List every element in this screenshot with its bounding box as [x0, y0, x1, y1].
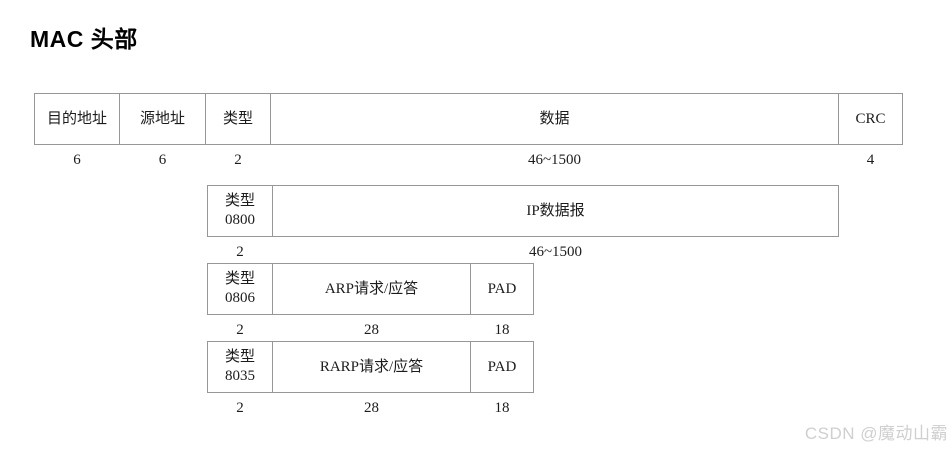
field-label: ARP请求/应答	[324, 280, 419, 297]
size-label: 6	[73, 152, 81, 168]
csdn-watermark: CSDN @魔动山霸	[804, 424, 948, 443]
size-label: 2	[236, 400, 244, 416]
frame-row-ethernet: 目的地址 源地址 类型 数据 CRC 6 6 2 46~1500 4	[34, 93, 903, 169]
frame-row-type-0806: 类型 0806 ARP请求/应答 PAD 2 28 18	[207, 263, 534, 339]
frame-size-labels: 2 28 18	[207, 321, 534, 339]
field-pad: PAD	[470, 263, 534, 315]
field-type-code: 0800	[225, 212, 255, 228]
size-label: 4	[866, 152, 875, 168]
size-label: 2	[234, 152, 242, 168]
size-label: 18	[494, 322, 510, 338]
frame-size-labels: 6 6 2 46~1500 4	[34, 151, 903, 169]
frame-boxes: 类型 0800 IP数据报	[207, 185, 839, 237]
field-label: 目的地址	[46, 110, 107, 127]
field-type-8035: 类型 8035	[207, 341, 273, 393]
size-label: 28	[364, 400, 379, 416]
field-rarp-request-reply: RARP请求/应答	[272, 341, 471, 393]
field-label: 类型	[222, 110, 253, 127]
field-arp-request-reply: ARP请求/应答	[272, 263, 471, 315]
field-type-code: 8035	[225, 368, 255, 384]
size-label: 46~1500	[528, 244, 583, 260]
field-label: IP数据报	[526, 202, 585, 219]
field-pad: PAD	[470, 341, 534, 393]
frame-boxes: 类型 0806 ARP请求/应答 PAD	[207, 263, 534, 315]
field-type-code: 0806	[225, 290, 255, 306]
size-label: 28	[364, 322, 379, 338]
frame-size-labels: 2 28 18	[207, 399, 534, 417]
field-data: 数据	[270, 93, 839, 145]
size-label: 18	[494, 400, 510, 416]
field-type: 类型	[205, 93, 271, 145]
field-crc: CRC	[838, 93, 903, 145]
size-label: 2	[236, 244, 244, 260]
size-label: 2	[236, 322, 244, 338]
field-label: PAD	[487, 280, 517, 297]
frame-row-type-0800: 类型 0800 IP数据报 2 46~1500	[207, 185, 839, 261]
size-label: 46~1500	[527, 152, 582, 168]
field-label: 类型	[224, 349, 255, 365]
field-ip-datagram: IP数据报	[272, 185, 839, 237]
page-title: MAC 头部	[30, 26, 138, 52]
field-label: 数据	[539, 110, 570, 127]
frame-boxes: 类型 8035 RARP请求/应答 PAD	[207, 341, 534, 393]
field-label: 类型	[224, 193, 255, 209]
size-label: 6	[158, 152, 167, 168]
field-label: 源地址	[139, 110, 185, 127]
field-src-address: 源地址	[119, 93, 206, 145]
field-label: PAD	[487, 358, 517, 375]
field-dest-address: 目的地址	[34, 93, 120, 145]
frame-boxes: 目的地址 源地址 类型 数据 CRC	[34, 93, 903, 145]
field-type-0800: 类型 0800	[207, 185, 273, 237]
frame-size-labels: 2 46~1500	[207, 243, 839, 261]
frame-row-type-8035: 类型 8035 RARP请求/应答 PAD 2 28 18	[207, 341, 534, 417]
field-label: CRC	[855, 110, 886, 127]
field-type-0806: 类型 0806	[207, 263, 273, 315]
field-label: 类型	[224, 271, 255, 287]
field-label: RARP请求/应答	[319, 358, 424, 375]
